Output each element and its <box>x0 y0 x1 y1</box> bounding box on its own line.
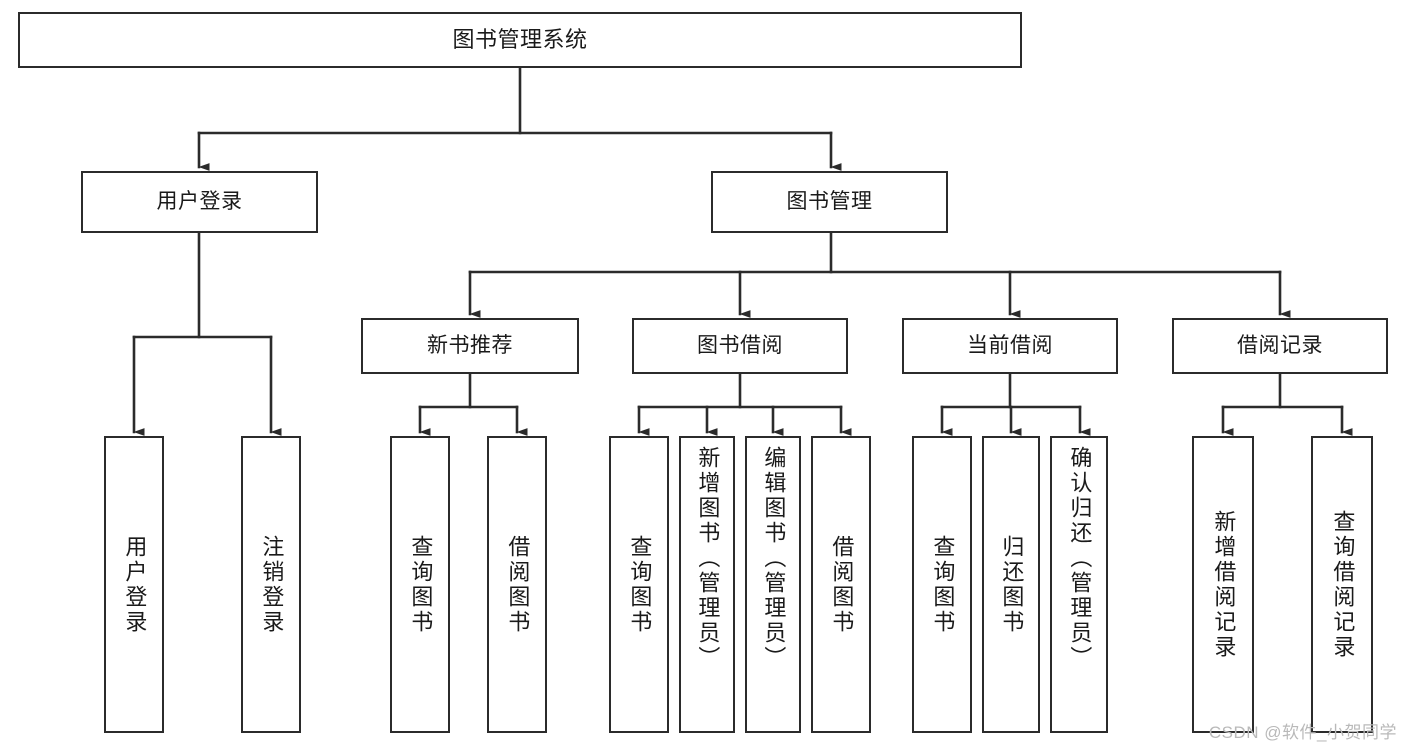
leaf-borrow-book-recommend[interactable]: 借阅图书 <box>487 436 547 733</box>
leaf-user-logout[interactable]: 注销登录 <box>241 436 301 733</box>
node-label: 确认归还（管理员） <box>1067 446 1093 671</box>
node-book-manage[interactable]: 图书管理 <box>711 171 948 233</box>
node-label: 编辑图书（管理员） <box>761 446 787 671</box>
node-label: 新增借阅记录 <box>1211 509 1237 660</box>
leaf-return-book[interactable]: 归还图书 <box>982 436 1040 733</box>
node-label: 当前借阅 <box>967 333 1053 357</box>
node-label: 查询图书 <box>408 534 434 635</box>
node-label: 借阅图书 <box>505 534 531 635</box>
node-label: 注销登录 <box>259 534 285 635</box>
leaf-user-login[interactable]: 用户登录 <box>104 436 164 733</box>
node-label: 用户登录 <box>122 534 148 635</box>
node-label: 图书管理系统 <box>452 27 588 53</box>
node-root-book-management-system[interactable]: 图书管理系统 <box>18 12 1022 68</box>
leaf-query-book-borrow[interactable]: 查询图书 <box>609 436 669 733</box>
watermark-text: CSDN @软件_小贺同学 <box>1208 723 1397 742</box>
node-label: 查询借阅记录 <box>1330 509 1356 660</box>
leaf-borrow-book[interactable]: 借阅图书 <box>811 436 871 733</box>
node-label: 借阅记录 <box>1237 333 1323 357</box>
node-label: 图书管理 <box>786 189 873 213</box>
leaf-edit-book-admin[interactable]: 编辑图书（管理员） <box>745 436 801 733</box>
node-label: 新增图书（管理员） <box>695 446 721 671</box>
node-label: 查询图书 <box>930 534 956 635</box>
node-user-login[interactable]: 用户登录 <box>81 171 318 233</box>
node-borrow-record[interactable]: 借阅记录 <box>1172 318 1388 374</box>
node-label: 归还图书 <box>999 534 1025 635</box>
node-label: 查询图书 <box>627 534 653 635</box>
leaf-add-book-admin[interactable]: 新增图书（管理员） <box>679 436 735 733</box>
leaf-confirm-return-admin[interactable]: 确认归还（管理员） <box>1050 436 1108 733</box>
node-label: 图书借阅 <box>697 333 783 357</box>
node-label: 新书推荐 <box>427 333 513 357</box>
leaf-query-borrow-record[interactable]: 查询借阅记录 <box>1311 436 1373 733</box>
node-new-book-recommend[interactable]: 新书推荐 <box>361 318 579 374</box>
node-label: 借阅图书 <box>829 534 855 635</box>
node-book-borrow[interactable]: 图书借阅 <box>632 318 848 374</box>
leaf-query-book-recommend[interactable]: 查询图书 <box>390 436 450 733</box>
leaf-query-book-current[interactable]: 查询图书 <box>912 436 972 733</box>
node-current-borrow[interactable]: 当前借阅 <box>902 318 1118 374</box>
node-label: 用户登录 <box>156 189 243 213</box>
leaf-add-borrow-record[interactable]: 新增借阅记录 <box>1192 436 1254 733</box>
